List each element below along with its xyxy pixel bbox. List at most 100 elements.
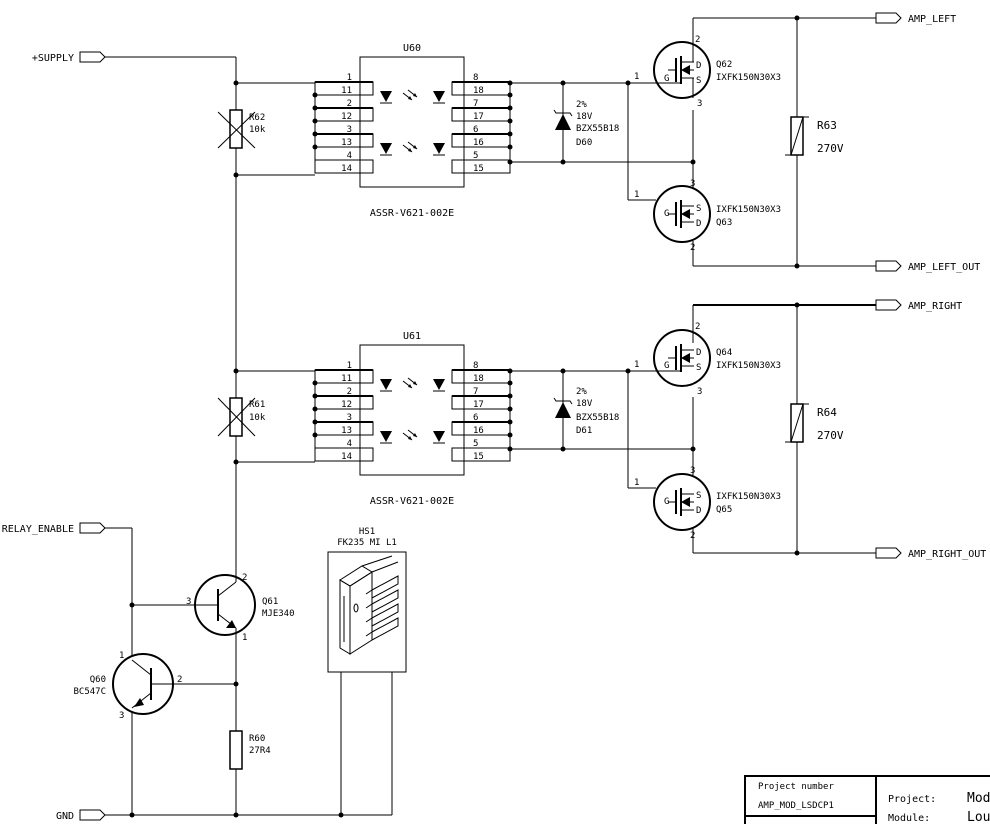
relay-pin-number: 12 [341,400,352,410]
resistor-value: 10k [249,413,266,423]
zener-d60: 2% 18V BZX55B18 D60 [553,100,619,148]
pin-number: 2 [690,243,695,253]
relay-pin-number: 8 [473,361,478,371]
pin-number: 3 [697,99,702,109]
pin-number: 1 [119,651,124,661]
project-number: AMP_MOD_LSDCP1 [758,801,834,811]
relay-pin-number: 3 [347,413,352,423]
drain-letter: D [696,348,701,358]
relay-pin-number: 18 [473,86,484,96]
resistor-r62: R62 10k [217,109,266,149]
zener-tolerance: 2% [576,387,587,397]
port-gnd: GND [56,811,74,822]
mosfet-q63: G S D 1 3 2 IXFK150N30X3 Q63 [634,179,781,253]
resistor-r61: R61 10k [217,397,266,437]
resistor-ref: R61 [249,400,265,410]
resistor-ref: R60 [249,734,265,744]
resistor-r60: R60 27R4 [229,730,271,770]
heatsink-hs1: HS1 FK235 MI L1 [327,527,407,673]
relay-pin-number: 11 [341,86,352,96]
port-amp-left-out: AMP_LEFT_OUT [908,262,980,273]
heatsink-part: FK235 MI L1 [337,538,397,548]
gate-letter: G [664,74,669,84]
port-amp-right: AMP_RIGHT [908,301,962,312]
transistor-q60: 1 2 3 Q60 BC547C [73,651,182,721]
gate-letter: G [664,497,669,507]
wires [105,17,876,816]
relay-pin-number: 1 [347,361,352,371]
mosfet-ref: Q64 [716,348,732,358]
zener-ref: D60 [576,138,592,148]
project-number-label: Project number [758,782,834,792]
mosfet-part: IXFK150N30X3 [716,361,781,371]
mosfet-part: IXFK150N30X3 [716,492,781,502]
transistor-ref: Q60 [90,675,106,685]
relay-ref: U60 [403,43,421,54]
relay-pin-number: 6 [473,413,478,423]
pin-number: 2 [695,35,700,45]
relay-pin-number: 14 [341,164,352,174]
relay-u61: U61 ASSR-V621-002E 111212313414818717616… [311,331,514,507]
relay-pin-number: 16 [473,426,484,436]
resistor-value: 27R4 [249,746,271,756]
transistor-part: MJE340 [262,609,295,619]
project-label: Project: [888,794,936,805]
mosfet-ref: Q63 [716,218,732,228]
zener-part: BZX55B18 [576,413,619,423]
relay-pin-number: 11 [341,374,352,384]
drain-letter: D [696,61,701,71]
drain-letter: D [696,506,701,516]
port-amp-right-out: AMP_RIGHT_OUT [908,549,986,560]
port-flags [79,12,902,821]
port-supply: +SUPPLY [32,53,74,64]
zener-ref: D61 [576,426,592,436]
relay-pin-number: 7 [473,99,478,109]
source-letter: S [696,204,701,214]
relay-pin-number: 18 [473,374,484,384]
relay-pin-number: 15 [473,164,484,174]
relay-ref: U61 [403,331,421,342]
relay-pin-number: 17 [473,400,484,410]
zener-voltage: 18V [576,112,593,122]
zener-d61: 2% 18V BZX55B18 D61 [553,387,619,436]
relay-pin-number: 14 [341,452,352,462]
junctions [129,15,800,818]
zener-voltage: 18V [576,399,593,409]
mosfet-part: IXFK150N30X3 [716,73,781,83]
source-letter: S [696,363,701,373]
pin-number: 1 [634,72,639,82]
relay-pin-number: 1 [347,73,352,83]
relay-pin-number: 7 [473,387,478,397]
gate-letter: G [664,209,669,219]
pin-number: 3 [119,711,124,721]
module-label: Module: [888,813,930,824]
mosfet-q65: G S D 1 3 2 IXFK150N30X3 Q65 [634,466,781,541]
relay-pin-number: 16 [473,138,484,148]
transistor-ref: Q61 [262,597,278,607]
varistor-value: 270V [817,142,844,155]
port-amp-left: AMP_LEFT [908,14,956,25]
pin-number: 1 [242,633,247,643]
relay-pin-number: 5 [473,151,478,161]
relay-pin-number: 13 [341,138,352,148]
heatsink-icon [339,555,399,655]
zener-part: BZX55B18 [576,124,619,134]
mosfet-q62: G D S 2 1 3 Q62 IXFK150N30X3 [634,35,781,109]
varistor-r64: R64 270V [785,403,844,443]
gate-letter: G [664,361,669,371]
relay-u60: U60 ASSR-V621-002E 111212313414818717616… [311,43,514,219]
relay-pin-number: 17 [473,112,484,122]
varistor-r63: R63 270V [785,116,844,156]
pin-number: 1 [634,360,639,370]
relay-pin-number: 5 [473,439,478,449]
pin-number: 3 [690,466,695,476]
varistor-ref: R64 [817,406,837,419]
mosfet-ref: Q62 [716,60,732,70]
relay-pin-number: 2 [347,99,352,109]
transistor-q61: 3 2 1 Q61 MJE340 [186,573,295,643]
relay-part: ASSR-V621-002E [370,208,454,219]
mosfet-q64: G D S 2 1 3 Q64 IXFK150N30X3 [634,322,781,397]
port-relay-enable: RELAY_ENABLE [2,524,74,535]
